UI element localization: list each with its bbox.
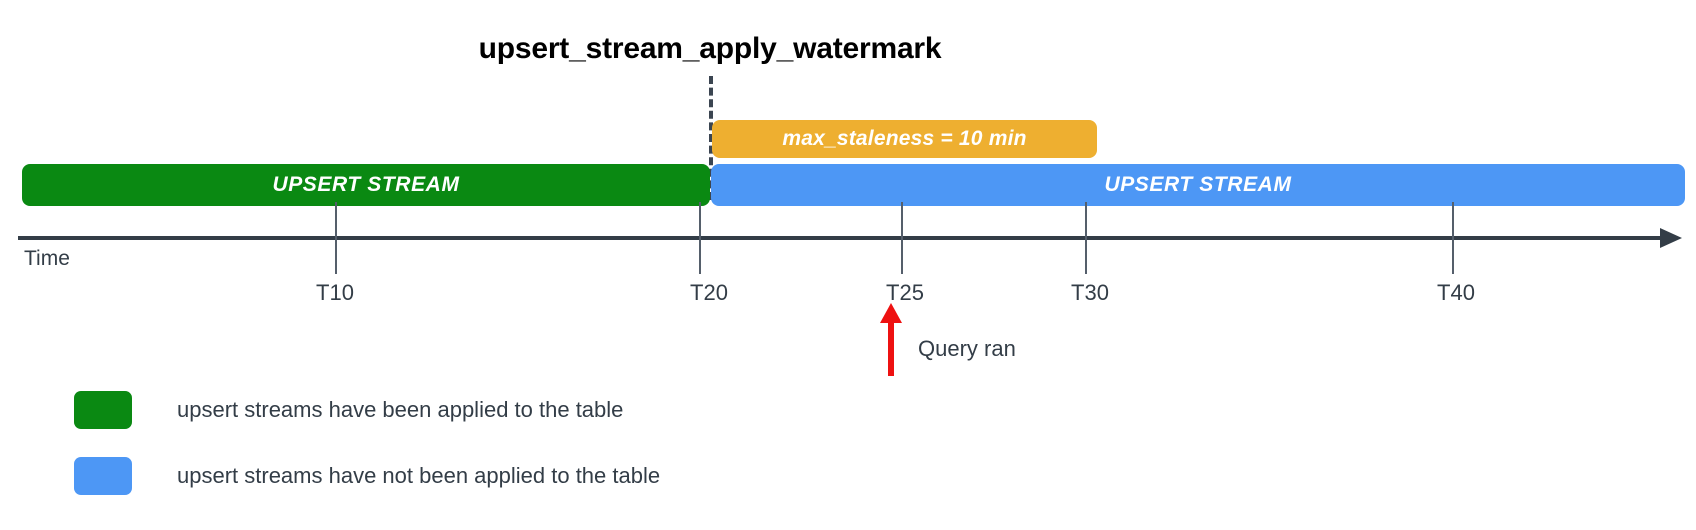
axis-tick-t40 xyxy=(1452,202,1454,274)
axis-tick-t10 xyxy=(335,202,337,274)
legend-text-not-applied: upsert streams have not been applied to … xyxy=(177,463,661,488)
upsert-stream-unapplied-label: UPSERT STREAM xyxy=(1104,173,1292,196)
axis-tick-t20 xyxy=(699,202,701,274)
query-ran-arrow-shaft xyxy=(888,318,894,376)
axis-tick-t30 xyxy=(1085,202,1087,274)
legend-swatch-green xyxy=(74,391,132,429)
axis-tick-label-t10: T10 xyxy=(316,280,354,305)
axis-tick-label-t30: T30 xyxy=(1071,280,1109,305)
query-ran-arrow-icon xyxy=(880,303,902,323)
legend-swatch-blue xyxy=(74,457,132,495)
max-staleness-bar: max_staleness = 10 min xyxy=(712,120,1097,158)
diagram-title: upsert_stream_apply_watermark xyxy=(478,32,942,65)
time-axis-line xyxy=(18,236,1668,240)
axis-tick-label-t25: T25 xyxy=(886,280,924,305)
upsert-stream-unapplied-bar: UPSERT STREAM xyxy=(711,164,1685,206)
watermark-dashed-line xyxy=(709,76,713,200)
time-axis-arrow-icon xyxy=(1660,228,1682,248)
max-staleness-bar-label: max_staleness = 10 min xyxy=(782,127,1027,150)
axis-tick-label-t20: T20 xyxy=(690,280,728,305)
upsert-stream-applied-bar: UPSERT STREAM xyxy=(22,164,710,206)
time-axis-label: Time xyxy=(24,247,70,270)
query-ran-label: Query ran xyxy=(918,336,1016,361)
legend: upsert streams have been applied to the … xyxy=(74,388,660,520)
legend-item-applied: upsert streams have been applied to the … xyxy=(74,388,660,432)
axis-tick-t25 xyxy=(901,202,903,274)
legend-item-not-applied: upsert streams have not been applied to … xyxy=(74,454,660,498)
axis-tick-label-t40: T40 xyxy=(1437,280,1475,305)
legend-text-applied: upsert streams have been applied to the … xyxy=(177,397,624,422)
upsert-stream-applied-label: UPSERT STREAM xyxy=(272,173,460,196)
